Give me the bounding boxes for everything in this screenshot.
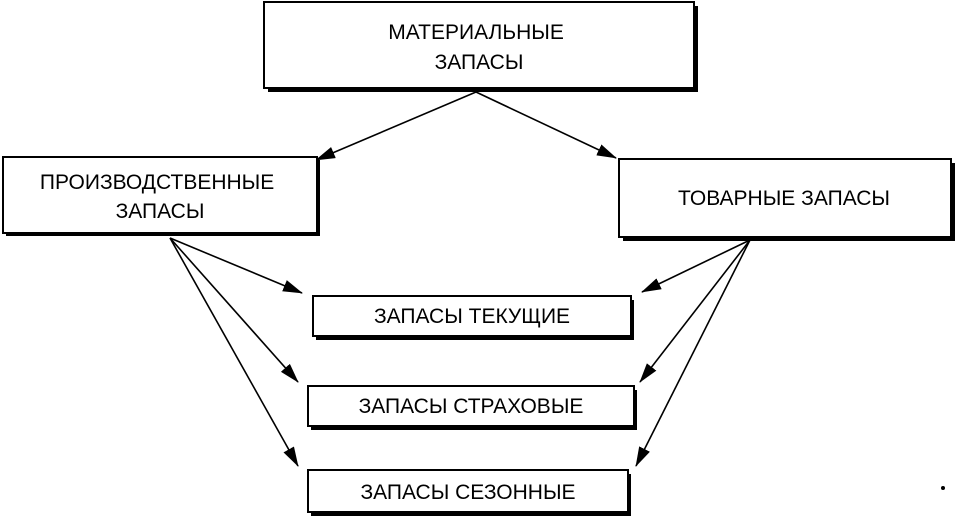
arrow-tovarnye-to-tekushchie bbox=[641, 239, 751, 293]
node-label: ЗАПАСЫ СЕЗОННЫЕ bbox=[360, 481, 575, 504]
node-label-line: ЗАПАСЫ bbox=[435, 51, 524, 74]
node-label-line: ЗАПАСЫ bbox=[116, 200, 205, 223]
node-zapasy-strakhovye: ЗАПАСЫ СТРАХОВЫЕ bbox=[307, 385, 637, 430]
arrow-proizvodstvennye-to-sezonnye bbox=[169, 237, 299, 467]
stray-dot bbox=[941, 486, 945, 490]
arrow-proizvodstvennye-to-tekushchie bbox=[169, 237, 303, 294]
node-zapasy-sezonnye: ЗАПАСЫ СЕЗОННЫЕ bbox=[307, 469, 631, 516]
arrow-proizvodstvennye-to-strakhovye bbox=[169, 237, 299, 383]
node-label-line: ЗАПАСЫ СТРАХОВЫЕ bbox=[359, 395, 584, 418]
node-tovarnye-zapasy: ТОВАРНЫЕ ЗАПАСЫ bbox=[618, 158, 955, 241]
node-label: ПРОИЗВОДСТВЕННЫЕ ЗАПАСЫ bbox=[40, 171, 280, 223]
node-label-line: МАТЕРИАЛЬНЫЕ bbox=[388, 21, 564, 44]
node-label: ТОВАРНЫЕ ЗАПАСЫ bbox=[678, 187, 890, 210]
node-label: МАТЕРИАЛЬНЫЕ ЗАПАСЫ bbox=[388, 21, 569, 74]
node-box bbox=[307, 469, 629, 513]
node-label-line: ЗАПАСЫ СЕЗОННЫЕ bbox=[360, 481, 575, 504]
node-zapasy-tekushchie: ЗАПАСЫ ТЕКУЩИЕ bbox=[312, 295, 634, 340]
arrow-materialnye-to-proizvodstvennye bbox=[315, 91, 477, 161]
node-box bbox=[307, 385, 635, 427]
node-label-line: ПРОИЗВОДСТВЕННЫЕ bbox=[40, 171, 274, 194]
node-materialnye-zapasy: МАТЕРИАЛЬНЫЕ ЗАПАСЫ bbox=[263, 1, 698, 92]
node-label: ЗАПАСЫ ТЕКУЩИЕ bbox=[374, 305, 570, 328]
node-label-line: ЗАПАСЫ ТЕКУЩИЕ bbox=[374, 305, 570, 328]
arrow-materialnye-to-tovarnye bbox=[475, 91, 617, 159]
node-box bbox=[312, 295, 632, 337]
node-box bbox=[2, 156, 318, 234]
node-label-line: ТОВАРНЫЕ ЗАПАСЫ bbox=[678, 187, 890, 210]
arrow-tovarnye-to-sezonnye bbox=[635, 239, 751, 467]
node-proizvodstvennye-zapasy: ПРОИЗВОДСТВЕННЫЕ ЗАПАСЫ bbox=[2, 156, 320, 236]
node-label: ЗАПАСЫ СТРАХОВЫЕ bbox=[359, 395, 584, 418]
edges-layer bbox=[169, 91, 751, 467]
node-box bbox=[263, 1, 695, 89]
arrow-tovarnye-to-strakhovye bbox=[639, 239, 751, 383]
node-box bbox=[618, 158, 952, 238]
